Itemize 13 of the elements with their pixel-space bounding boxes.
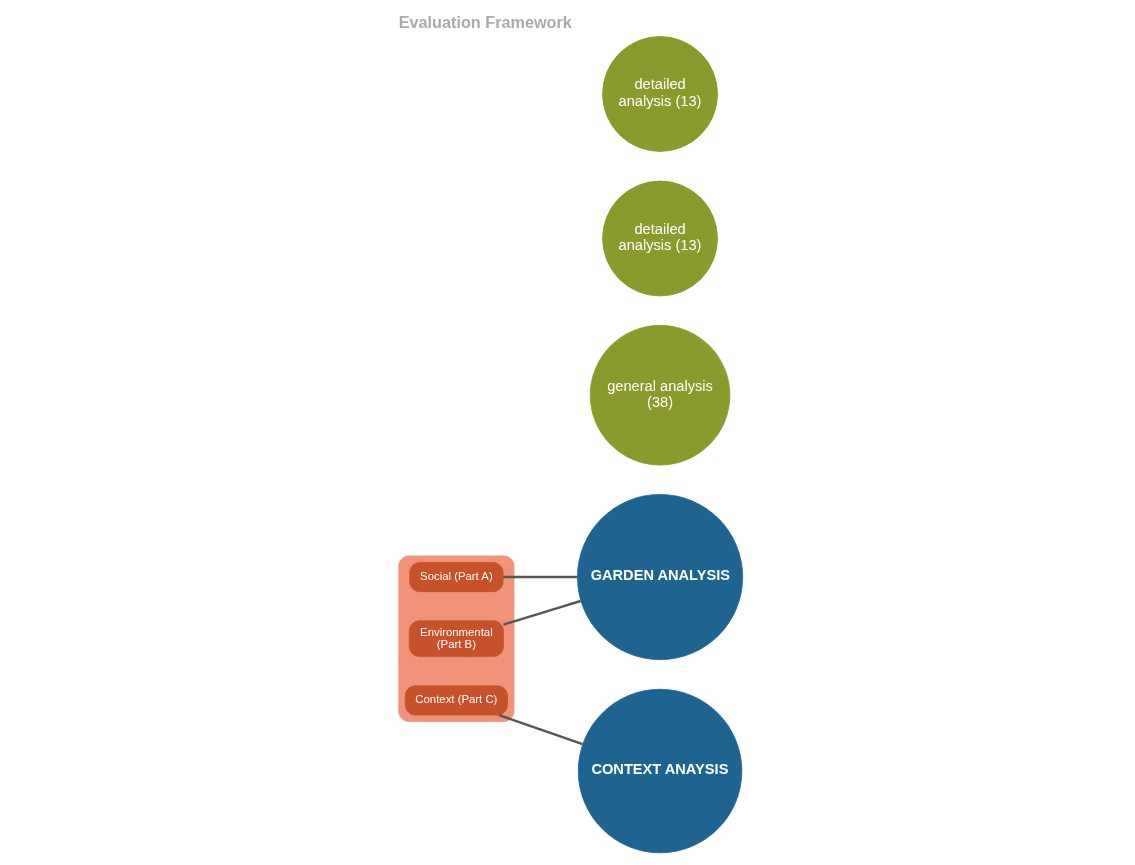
node-box: Environmental (Part B) [408,620,504,657]
node-circle: detailed analysis (13) [602,36,718,152]
node-circle: GARDEN ANALYSIS [577,494,744,661]
node-box: Context (Part C) [404,685,508,716]
connector [498,713,583,746]
connector [503,575,578,579]
node-circle: detailed analysis (13) [602,180,718,297]
connector [503,599,581,626]
node-circle: CONTEXT ANAYSIS [577,688,743,854]
cluster [398,555,515,722]
node-circle: general analysis (38) [589,324,731,466]
node-box: Social (Part A) [409,562,504,593]
diagram-title: Evaluation Framework [398,12,572,31]
